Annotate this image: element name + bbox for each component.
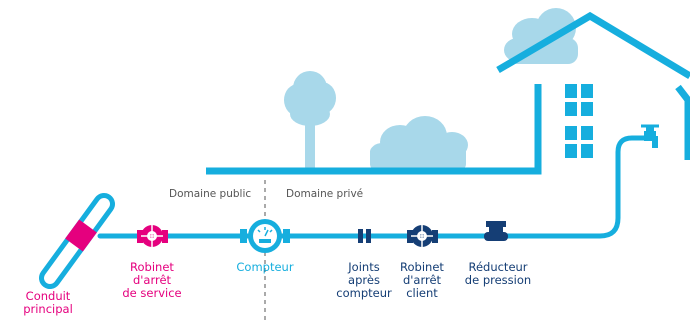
label-compteur: Compteur [236,260,294,274]
pressure-reducer-icon [484,221,508,241]
service-shutoff-valve-icon [137,225,168,247]
faucet-icon [641,124,659,148]
private-domain-label: Domaine privé [286,188,364,200]
label-conduit-principal: Conduit principal [23,289,73,316]
client-shutoff-valve-icon [407,225,438,247]
house-icon [496,11,690,160]
service-pipe [97,135,648,239]
cloud-icon [504,8,578,64]
public-domain-label: Domaine public [169,188,252,200]
ground-line [206,84,542,175]
window-icon [565,84,593,158]
bush-icon [370,116,468,170]
label-joints: Joints après compteur [336,260,392,300]
main-pipe-icon [39,193,115,289]
water-meter-icon [240,219,290,253]
label-robinet-service: Robinet d'arrêt de service [122,260,182,300]
label-robinet-client: Robinet d'arrêt client [400,260,444,300]
joint-fitting-icon [358,229,371,243]
tree-icon [284,71,336,170]
label-reducteur: Réducteur de pression [464,260,532,287]
